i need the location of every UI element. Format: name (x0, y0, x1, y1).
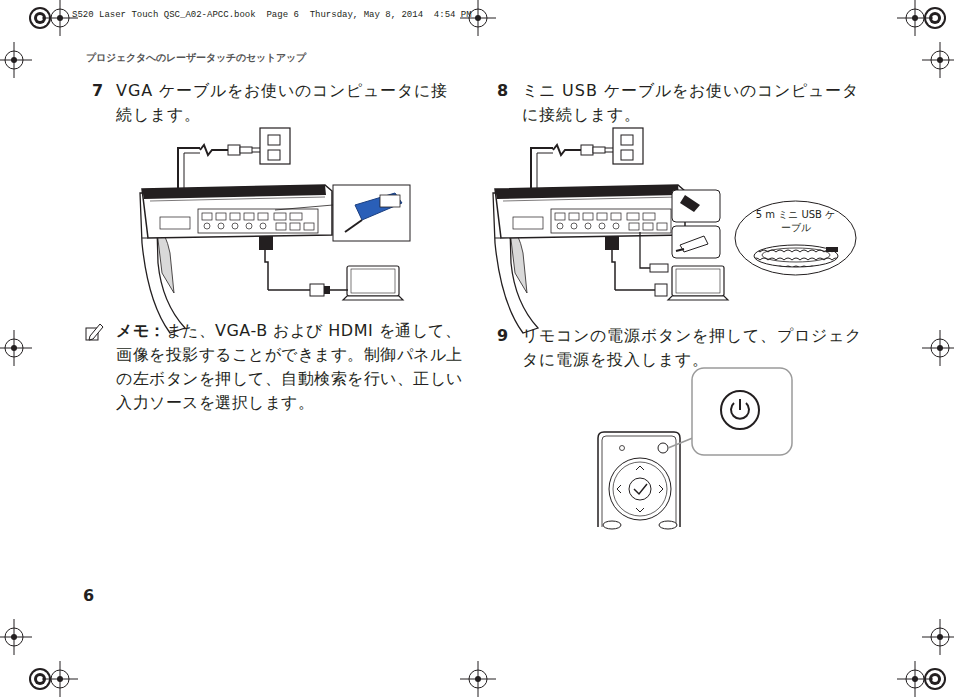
callout-outline (735, 201, 856, 275)
step-number: 7 (92, 79, 108, 103)
memo-text: また、VGA-B および HDMI を通して、画像を投影することができます。制御… (116, 321, 463, 412)
step-text: リモコンの電源ボタンを押して、プロジェクタに電源を投入します。 (522, 324, 867, 372)
cable-callout: 5 m ミニ USB ケーブル (734, 200, 857, 276)
file-header: S520 Laser Touch QSC_A02-APCC.book Page … (72, 9, 492, 21)
page-number: 6 (83, 584, 103, 608)
step-number: 8 (497, 79, 513, 103)
running-header: プロジェクタへのレーザータッチのセットアップ (86, 51, 446, 64)
callout-text: 5 m ミニ USB ケーブル (756, 200, 836, 234)
memo-label: メモ： (116, 321, 166, 340)
step-text: VGA ケーブルをお使いのコンピュータに接続します。 (116, 79, 461, 127)
memo-note: メモ：また、VGA-B および HDMI を通して、画像を投影することができます… (116, 319, 464, 415)
step-text: ミニ USB ケーブルをお使いのコンピュータに接続します。 (522, 79, 867, 127)
step-number: 9 (497, 324, 513, 348)
